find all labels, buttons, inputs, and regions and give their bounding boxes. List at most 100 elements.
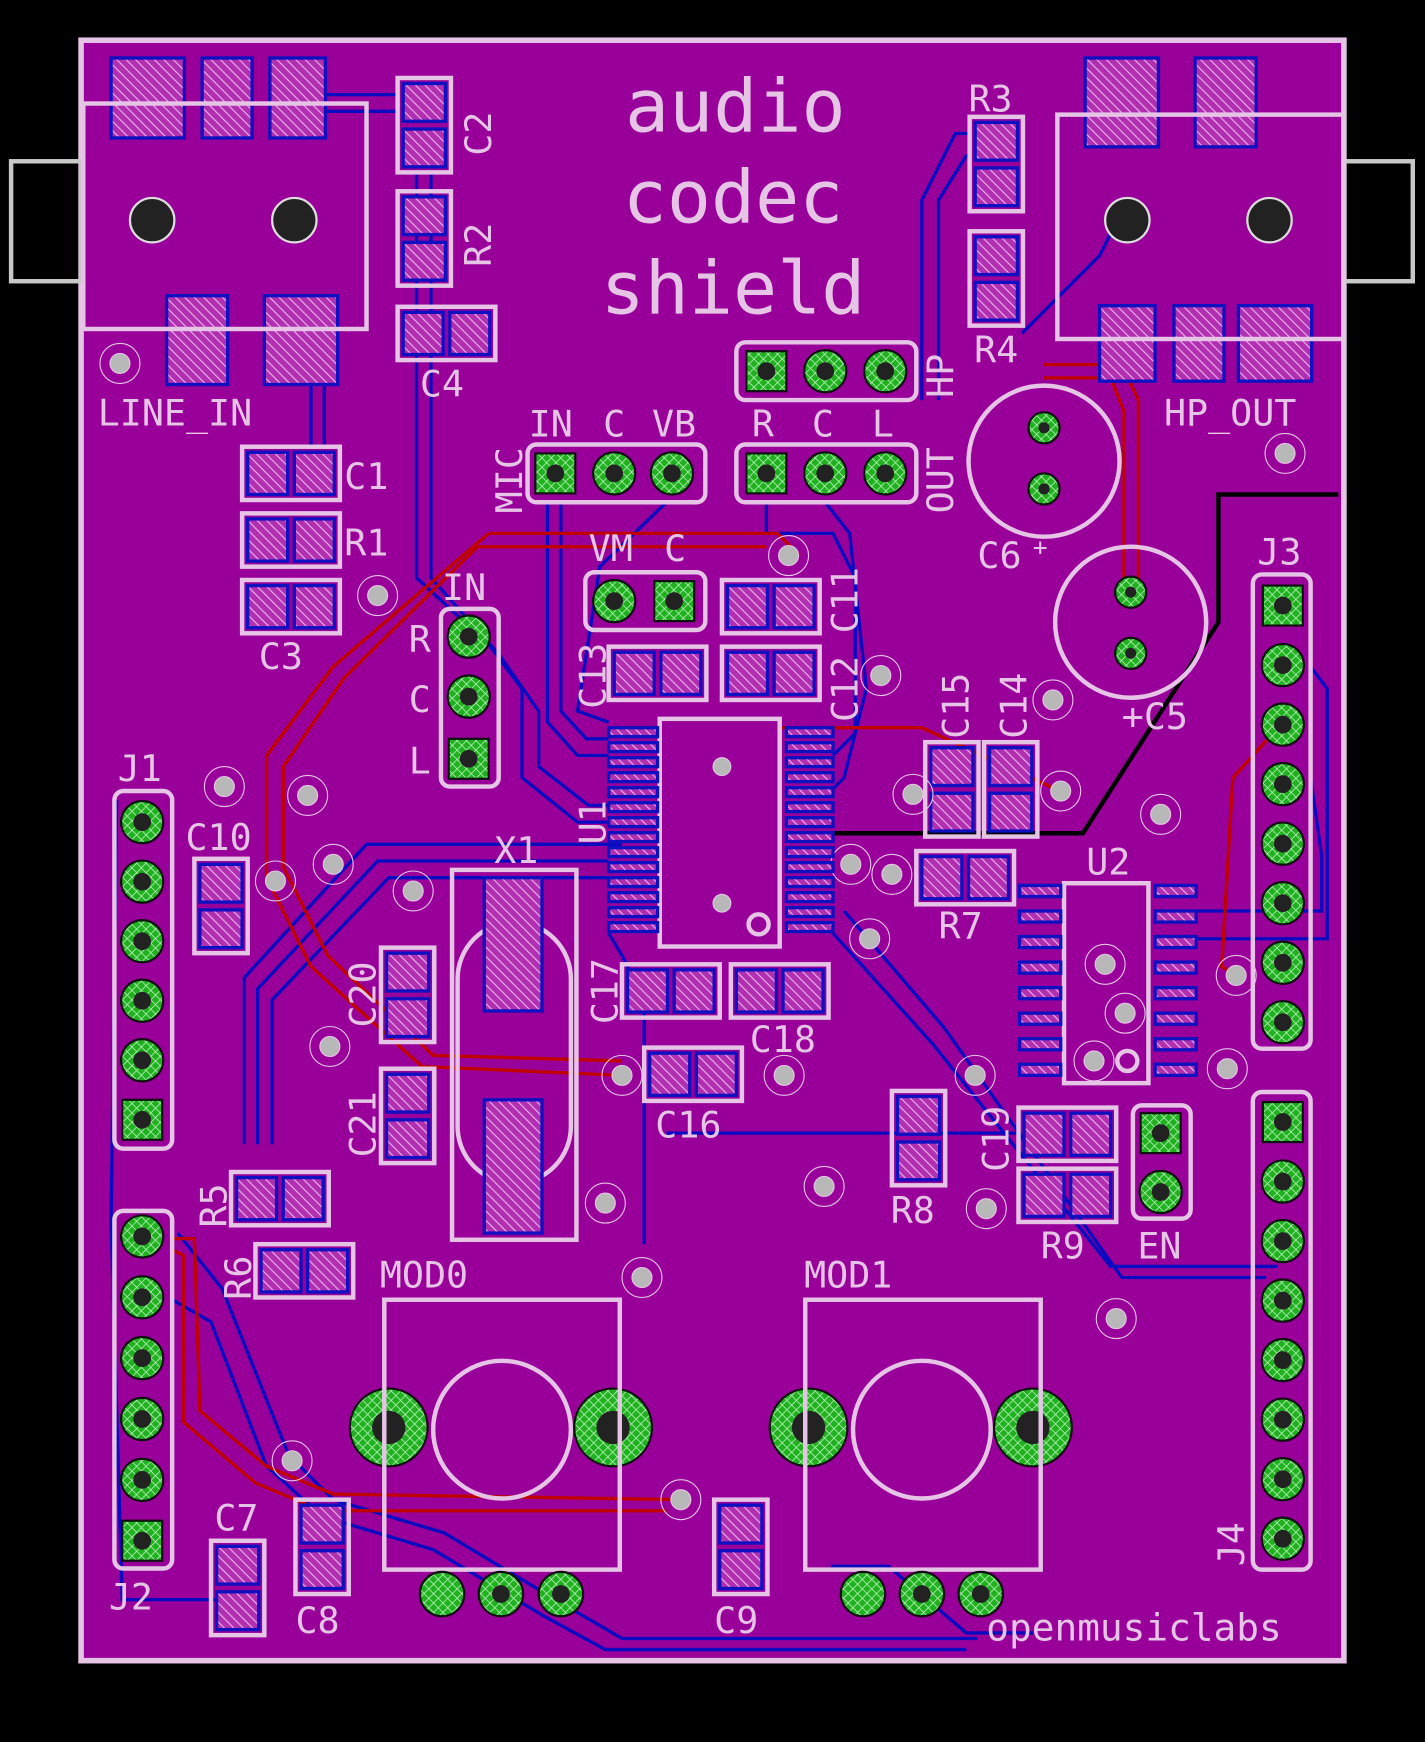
via (670, 1489, 692, 1511)
label-x1: X1 (494, 829, 538, 872)
label-c18: C18 (750, 1018, 816, 1061)
u1-pin (606, 890, 660, 904)
via-ring (1264, 432, 1306, 474)
label-mic-vb: VB (652, 403, 696, 446)
c17-component (619, 962, 722, 1020)
silkscreen-labels: C2 R2 C4 LINE_IN C1 R1 C3 MIC IN C VB R … (98, 77, 1302, 1642)
label-c17: C17 (584, 958, 627, 1024)
u1-pin (784, 771, 835, 784)
label-c19: C19 (974, 1106, 1017, 1172)
u1-chip (606, 716, 835, 949)
c18-pad (781, 968, 825, 1014)
label-c12: C12 (823, 656, 866, 722)
label-c14: C14 (992, 673, 1035, 739)
j3-header-pin-hole (1273, 894, 1292, 913)
en-header-outline (1130, 1103, 1193, 1221)
label-out: OUT (919, 447, 962, 513)
j1-header-pin-hole (133, 932, 152, 951)
j4-header-pin-hole (1273, 1470, 1292, 1489)
in-header-pin-hole (459, 749, 478, 768)
label-r7: R7 (939, 905, 983, 948)
u1-via (712, 893, 732, 913)
r1-outline (239, 511, 343, 569)
label-c21: C21 (341, 1091, 384, 1157)
c17-pad (672, 968, 716, 1014)
via (881, 863, 903, 885)
c13-pad (659, 650, 703, 697)
out-header-pin-hole (757, 464, 776, 483)
r8-component (889, 1088, 948, 1188)
label-in-r: R (409, 618, 432, 661)
u2-pin (1153, 1011, 1198, 1026)
via-ring (1206, 1048, 1248, 1090)
label-hp-out: HP_OUT (1164, 392, 1296, 436)
c14-component (981, 739, 1040, 839)
via-ring (309, 1025, 351, 1068)
u2-pin (1017, 883, 1063, 899)
j3-header (1250, 572, 1313, 1051)
en-header (1130, 1103, 1193, 1221)
via-ring (954, 1054, 996, 1096)
hp-header-pin-hole (876, 362, 895, 381)
u2-pin (1153, 883, 1198, 899)
c19-outline (1016, 1105, 1119, 1164)
u1-pin (606, 920, 660, 934)
out-header-pin-hole (816, 464, 835, 483)
r2-pad (401, 195, 448, 237)
label-en: EN (1137, 1225, 1181, 1268)
out-header-pin-hole (876, 464, 895, 483)
j4-header-pin-hole (1273, 1529, 1292, 1548)
mod0-encoder (348, 1297, 654, 1618)
c4-pad (448, 310, 492, 357)
r8-outline (889, 1088, 948, 1188)
via-ring (860, 654, 902, 697)
label-r3: R3 (969, 77, 1013, 120)
label-vm-c: C (664, 527, 686, 570)
c3-pad (246, 583, 290, 630)
c12-component (719, 644, 822, 703)
c8-pad (299, 1503, 345, 1545)
ground-trace (833, 492, 1339, 836)
r2-pad (401, 240, 448, 282)
via-ring (621, 1256, 663, 1299)
hp-header (734, 340, 919, 403)
u1-pin (606, 726, 660, 739)
u1-pin (784, 726, 835, 739)
c8-pad (299, 1549, 345, 1591)
via-ring (584, 1182, 626, 1224)
j4-header-outline (1250, 1089, 1313, 1572)
u2-pin (1153, 1037, 1198, 1052)
in-header-pin-hole (459, 627, 478, 646)
c12-outline (719, 644, 822, 703)
r4-outline (967, 229, 1026, 328)
via (281, 1450, 303, 1472)
j1-header-pin-hole (133, 991, 152, 1010)
mod1-encoder (768, 1297, 1073, 1618)
label-j4: J4 (1210, 1522, 1253, 1566)
r1-pad (292, 517, 336, 563)
label-c13: C13 (571, 643, 614, 709)
via-ring (99, 342, 141, 384)
via-ring (660, 1479, 702, 1521)
via (297, 784, 319, 807)
j3-header-pin-hole (1273, 656, 1292, 674)
via (840, 853, 862, 875)
label-u2: U2 (1086, 840, 1130, 883)
via-ring (203, 766, 245, 808)
c14-pad (987, 746, 1034, 788)
vias (99, 342, 1306, 1521)
c16-pad (648, 1051, 692, 1098)
label-in-l: L (409, 739, 431, 782)
r7-pad (920, 854, 964, 901)
j1-header-outline (112, 788, 175, 1151)
r5-pad (234, 1175, 279, 1222)
c20-component (378, 945, 437, 1045)
board-title-line-1: audio (625, 64, 846, 149)
u2-pin (1017, 1062, 1063, 1078)
j1-header-pin-hole (133, 1110, 152, 1129)
j3-header-pin-hole (1273, 834, 1292, 853)
via (319, 1035, 341, 1058)
c10-pad (198, 908, 244, 950)
via (1050, 780, 1072, 802)
c3-component (239, 577, 343, 636)
